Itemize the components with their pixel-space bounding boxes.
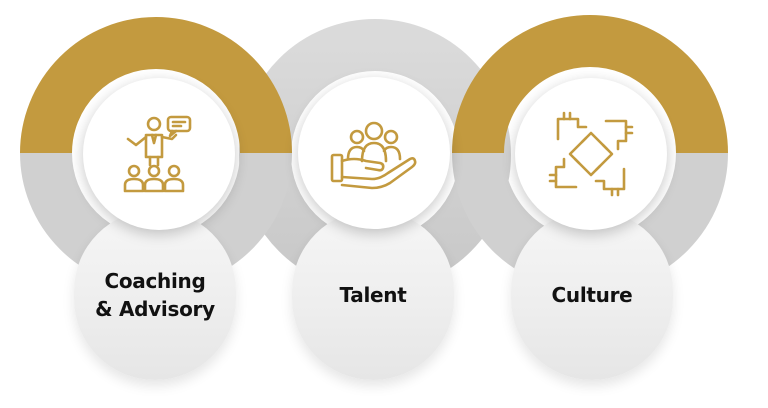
pill-culture: Culture: [511, 210, 673, 380]
icon-circle-coaching: [83, 78, 235, 230]
ring-left-upper: [20, 17, 292, 154]
label-talent: Talent: [339, 283, 407, 307]
pill-talent: Talent: [292, 210, 454, 380]
icon-circle-talent: [298, 77, 450, 229]
talent-hand-people-icon: [330, 121, 417, 190]
label-coaching: Coaching & Advisory: [95, 269, 215, 321]
culture-joined-hands-icon: [548, 111, 634, 197]
label-culture: Culture: [551, 283, 633, 307]
coaching-presenter-icon: [123, 115, 192, 193]
ring-right-upper: [452, 15, 728, 154]
icon-circle-culture: [515, 78, 667, 230]
pill-coaching: Coaching & Advisory: [74, 210, 236, 380]
